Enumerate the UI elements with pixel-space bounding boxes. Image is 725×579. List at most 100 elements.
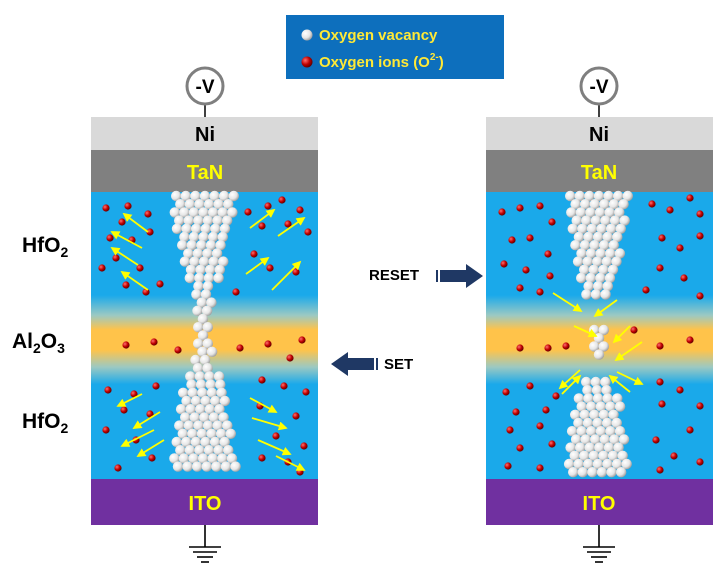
oxygen-vacancy <box>602 458 613 470</box>
oxygen-vacancy <box>569 450 580 461</box>
oxygen-vacancy <box>216 428 227 439</box>
oxygen-ion <box>548 440 556 448</box>
ion-migration-arrow <box>573 325 598 338</box>
ion-migration-arrow <box>132 411 161 429</box>
oxygen-vacancy <box>565 190 576 202</box>
oxygen-vacancy <box>187 428 198 439</box>
oxygen-vacancy <box>206 297 217 308</box>
ion-migration-arrow <box>561 374 582 395</box>
ion-migration-arrow <box>558 369 581 390</box>
oxygen-vacancy <box>567 223 578 234</box>
oxygen-vacancy <box>185 371 196 382</box>
hfo2-top-label: HfO2 <box>22 234 69 260</box>
hfo2-bottom-label: HfO2 <box>22 410 69 436</box>
oxygen-ion <box>670 452 678 460</box>
oxygen-vacancy <box>190 354 201 366</box>
oxygen-vacancy <box>180 190 191 202</box>
right-device: -V Ni TaN ITO <box>486 66 713 563</box>
oxygen-ion <box>264 340 272 348</box>
oxygen-ion <box>686 194 694 202</box>
oxygen-vacancy <box>574 190 585 202</box>
oxygen-vacancy <box>570 409 581 420</box>
oxygen-vacancy <box>599 199 610 210</box>
oxygen-vacancy <box>169 207 180 218</box>
oxygen-vacancy <box>181 395 192 407</box>
oxygen-vacancy <box>208 256 219 267</box>
oxygen-vacancy <box>186 240 197 251</box>
oxygen-vacancy <box>588 264 599 275</box>
oxygen-vacancy <box>565 442 576 453</box>
oxygen-ion <box>144 210 152 218</box>
oxygen-ion <box>174 346 182 354</box>
oxygen-ion <box>152 382 160 390</box>
oxygen-vacancy <box>592 256 603 267</box>
oxygen-vacancy <box>602 417 613 429</box>
oxygen-vacancy <box>595 272 606 284</box>
oxygen-vacancy <box>593 190 605 202</box>
oxygen-ion <box>656 342 664 350</box>
oxygen-ion <box>658 400 666 408</box>
oxygen-vacancy <box>576 426 587 437</box>
oxygen-vacancy <box>593 349 605 360</box>
oxygen-vacancy <box>600 376 611 388</box>
oxygen-vacancy <box>585 207 596 218</box>
oxygen-ion <box>298 336 306 344</box>
oxygen-vacancy <box>205 379 216 390</box>
oxygen-vacancy <box>579 264 590 275</box>
oxygen-ion <box>676 244 684 252</box>
oxygen-vacancy <box>183 420 195 431</box>
oxygen-vacancy <box>611 256 622 267</box>
oxygen-ion <box>106 234 114 242</box>
oxygen-ion <box>536 288 544 296</box>
oxygen-vacancy <box>184 199 196 210</box>
oxygen-vacancy <box>614 426 626 437</box>
left-ito-label: ITO <box>189 493 222 515</box>
oxygen-vacancy <box>189 256 200 267</box>
oxygen-vacancy <box>613 442 624 453</box>
oxygen-vacancy <box>223 199 234 210</box>
legend-box <box>286 15 504 79</box>
oxygen-vacancy <box>179 231 190 243</box>
right-ito-layer <box>486 479 713 525</box>
oxygen-vacancy <box>601 256 613 267</box>
oxygen-ion <box>286 354 294 362</box>
oxygen-vacancy <box>590 434 601 445</box>
oxygen-ion <box>302 388 310 396</box>
oxygen-ion <box>236 344 244 352</box>
oxygen-vacancy <box>618 434 630 445</box>
oxygen-vacancy <box>194 371 206 382</box>
oxygen-ion <box>146 228 154 236</box>
oxygen-vacancy <box>220 461 232 472</box>
oxygen-vacancy <box>198 256 210 267</box>
right-tan-label: TaN <box>581 162 617 184</box>
oxygen-vacancy <box>202 363 213 374</box>
right-ni-layer <box>486 117 713 150</box>
oxygen-ion <box>562 342 570 350</box>
oxygen-vacancy <box>604 272 616 284</box>
oxygen-ion <box>300 442 308 450</box>
oxygen-vacancy <box>175 404 187 415</box>
oxygen-vacancy <box>208 207 219 218</box>
left-voltage-label: -V <box>196 77 215 98</box>
ion-migration-arrow <box>116 393 143 407</box>
oxygen-ion <box>98 264 106 272</box>
oxygen-vacancy <box>199 354 211 366</box>
right-tan-layer <box>486 150 713 192</box>
oxygen-vacancy <box>579 240 591 251</box>
oxygen-ion <box>666 206 674 214</box>
oxygen-vacancy <box>579 409 590 420</box>
oxygen-vacancy <box>598 450 609 461</box>
oxygen-vacancy <box>614 248 626 259</box>
oxygen-vacancy <box>614 401 626 412</box>
oxygen-vacancy <box>595 248 606 259</box>
oxygen-vacancy <box>600 215 611 226</box>
oxygen-vacancy <box>579 450 590 461</box>
oxygen-vacancy <box>175 445 186 456</box>
oxygen-ion <box>544 344 552 352</box>
oxygen-vacancy <box>590 215 602 226</box>
oxygen-vacancy <box>195 404 206 415</box>
legend-ion-label: Oxygen ions (O2-) <box>319 52 444 71</box>
oxygen-vacancy <box>602 281 613 292</box>
ion-migration-arrow <box>120 270 149 291</box>
